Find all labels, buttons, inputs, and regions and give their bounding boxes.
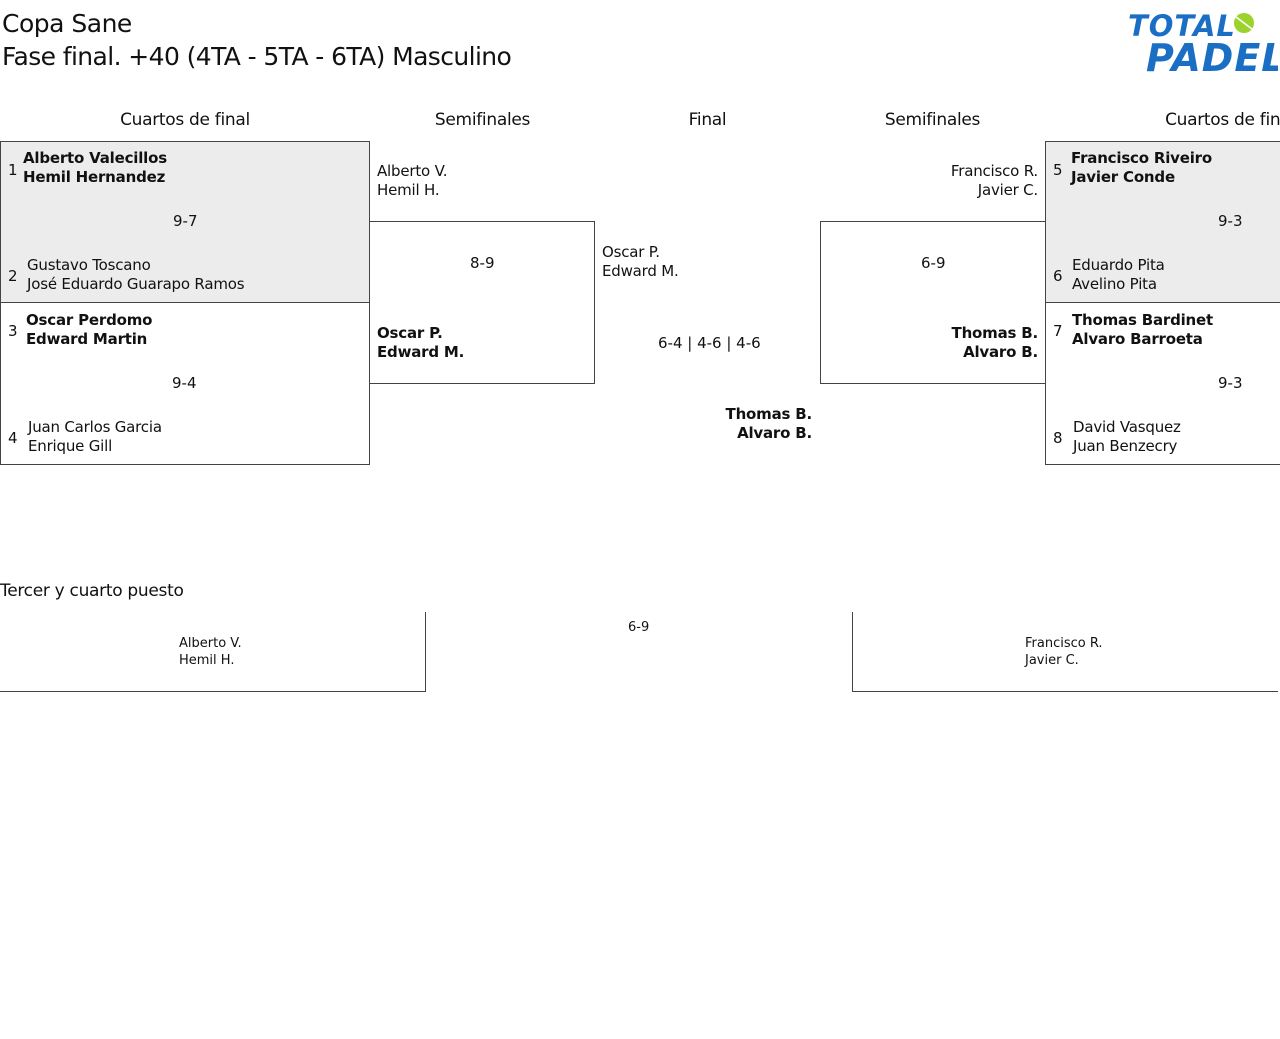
header-right-semifinals: Semifinales	[884, 110, 981, 130]
match-score: 6-4 | 4-6 | 4-6	[658, 334, 761, 352]
match-score: 9-4	[172, 374, 197, 392]
quarterfinal-match-1[interactable]: 1 Alberto Valecillos Hemil Hernandez 9-7…	[0, 141, 370, 303]
seed-number: 8	[1053, 429, 1063, 447]
player-name: Edward Martin	[26, 330, 148, 348]
seed-number: 1	[8, 161, 18, 179]
seed-number: 6	[1053, 267, 1063, 285]
svg-text:PADEL: PADEL	[1146, 36, 1278, 74]
team-name: Hemil H.	[377, 181, 440, 199]
header-right-quarterfinals: Cuartos de final	[1165, 110, 1280, 130]
player-name: Hemil Hernandez	[23, 168, 166, 186]
player-name: Enrique Gill	[28, 437, 113, 455]
player-name: Juan Benzecry	[1073, 437, 1178, 455]
match-score: 9-3	[1218, 374, 1243, 392]
player-name: Alvaro Barroeta	[1072, 330, 1203, 348]
player-name: Alberto Valecillos	[23, 149, 167, 167]
player-name: Francisco Riveiro	[1071, 149, 1212, 167]
team-name: Oscar P.	[602, 243, 660, 261]
svg-text:TOTAL: TOTAL	[1128, 9, 1236, 43]
team-name: Thomas B.	[951, 324, 1039, 342]
quarterfinal-match-4[interactable]: 7 Thomas Bardinet Alvaro Barroeta 9-3 8 …	[1045, 302, 1280, 465]
team-name: Edward M.	[377, 343, 465, 361]
team-name: Alberto V.	[377, 162, 448, 180]
semifinal-match-right[interactable]: 6-9 Thomas B. Alvaro B.	[820, 221, 1046, 384]
match-score: 9-7	[173, 212, 198, 230]
player-name: José Eduardo Guarapo Ramos	[27, 275, 245, 293]
player-name: Gustavo Toscano	[27, 256, 151, 274]
team-name: Javier C.	[1025, 653, 1079, 668]
player-name: Eduardo Pita	[1072, 256, 1165, 274]
final-match[interactable]: Oscar P. Edward M. 6-4 | 4-6 | 4-6 Thoma…	[595, 221, 820, 451]
team-name: Francisco R.	[1025, 636, 1103, 651]
player-name: David Vasquez	[1073, 418, 1181, 436]
player-name: Oscar Perdomo	[26, 311, 153, 329]
tournament-title: Copa Sane	[2, 9, 132, 38]
team-name: Alvaro B.	[963, 343, 1038, 361]
team-name: Francisco R.	[950, 162, 1038, 180]
header-final: Final	[688, 110, 727, 130]
third-place-score: 6-9	[628, 620, 650, 635]
third-place-right-team[interactable]: Francisco R. Javier C.	[852, 612, 1278, 692]
quarterfinal-match-2[interactable]: 3 Oscar Perdomo Edward Martin 9-4 4 Juan…	[0, 302, 370, 465]
player-name: Avelino Pita	[1072, 275, 1157, 293]
seed-number: 2	[8, 267, 18, 285]
player-name: Thomas Bardinet	[1072, 311, 1213, 329]
match-score: 6-9	[921, 254, 946, 272]
player-name: Juan Carlos Garcia	[28, 418, 162, 436]
team-name: Thomas B.	[725, 405, 813, 423]
third-place-title: Tercer y cuarto puesto	[0, 581, 184, 601]
seed-number: 7	[1053, 322, 1063, 340]
team-name: Alberto V.	[179, 636, 242, 651]
team-name: Alvaro B.	[737, 424, 812, 442]
third-place-left-team[interactable]: Alberto V. Hemil H.	[0, 612, 426, 692]
total-padel-logo: TOTAL PADEL	[1128, 8, 1280, 80]
seed-number: 5	[1053, 161, 1063, 179]
seed-number: 3	[8, 322, 18, 340]
team-name: Hemil H.	[179, 653, 235, 668]
team-name: Javier C.	[977, 181, 1038, 199]
header-left-semifinals: Semifinales	[434, 110, 531, 130]
team-name: Edward M.	[602, 262, 679, 280]
team-name: Oscar P.	[377, 324, 443, 342]
player-name: Javier Conde	[1071, 168, 1175, 186]
match-score: 9-3	[1218, 212, 1243, 230]
header-left-quarterfinals: Cuartos de final	[120, 110, 250, 130]
quarterfinal-match-3[interactable]: 5 Francisco Riveiro Javier Conde 9-3 6 E…	[1045, 141, 1280, 303]
phase-title: Fase final. +40 (4TA - 5TA - 6TA) Mascul…	[2, 42, 512, 71]
match-score: 8-9	[470, 254, 495, 272]
semifinal-match-left[interactable]: 8-9 Oscar P. Edward M.	[369, 221, 595, 384]
seed-number: 4	[8, 429, 18, 447]
